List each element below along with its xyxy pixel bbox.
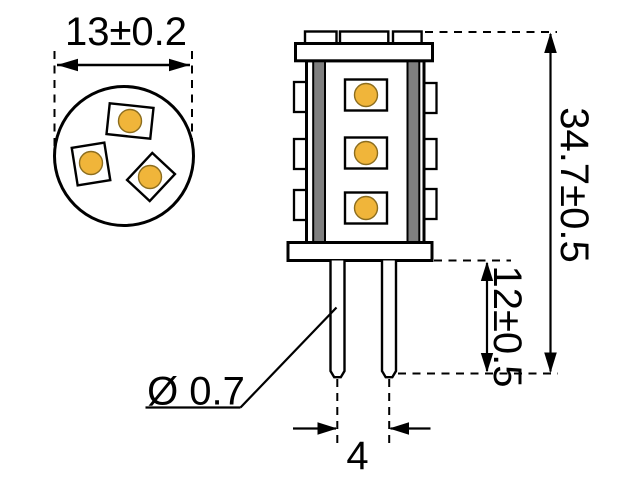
overall-height-label: 34.7±0.5 <box>552 107 596 262</box>
arrowhead-up-icon <box>480 261 494 281</box>
pin-right <box>380 260 398 379</box>
arrowhead-right-icon <box>317 422 338 435</box>
front-led-die-2 <box>353 140 379 166</box>
dimension-annotations: 34.7±0.5 12±0.5 Ø 0.7 4 <box>145 31 596 478</box>
head-diameter-label: 13±0.2 <box>65 10 187 54</box>
pillar-left <box>312 59 327 244</box>
pin-pitch-label: 4 <box>346 434 368 478</box>
arrowhead-down-icon <box>480 353 494 373</box>
top-view: 13±0.2 <box>53 10 195 227</box>
arrowhead-right-icon <box>169 58 190 72</box>
led-die-top <box>117 108 143 134</box>
led-die-left <box>78 150 104 176</box>
top-edge-led-2 <box>338 30 390 45</box>
top-cap <box>294 42 434 63</box>
front-led-die-1 <box>353 82 379 108</box>
led-die-bottom-right <box>137 164 163 190</box>
side-view <box>286 30 438 379</box>
pin-diameter-label: Ø 0.7 <box>147 370 245 414</box>
arrowhead-left-icon <box>57 58 78 72</box>
front-led-die-3 <box>353 195 379 221</box>
pin-length-label: 12±0.5 <box>485 265 529 387</box>
bottom-cap <box>286 241 434 262</box>
arrowhead-left-icon <box>389 422 409 435</box>
arrowhead-down-icon <box>544 352 557 373</box>
top-edge-led-1 <box>303 30 338 45</box>
pin-diameter-leader-line <box>239 306 338 409</box>
arrowhead-up-icon <box>544 32 557 53</box>
pillar-right <box>406 59 421 244</box>
pin-left <box>329 260 346 379</box>
top-edge-led-3 <box>391 30 423 45</box>
